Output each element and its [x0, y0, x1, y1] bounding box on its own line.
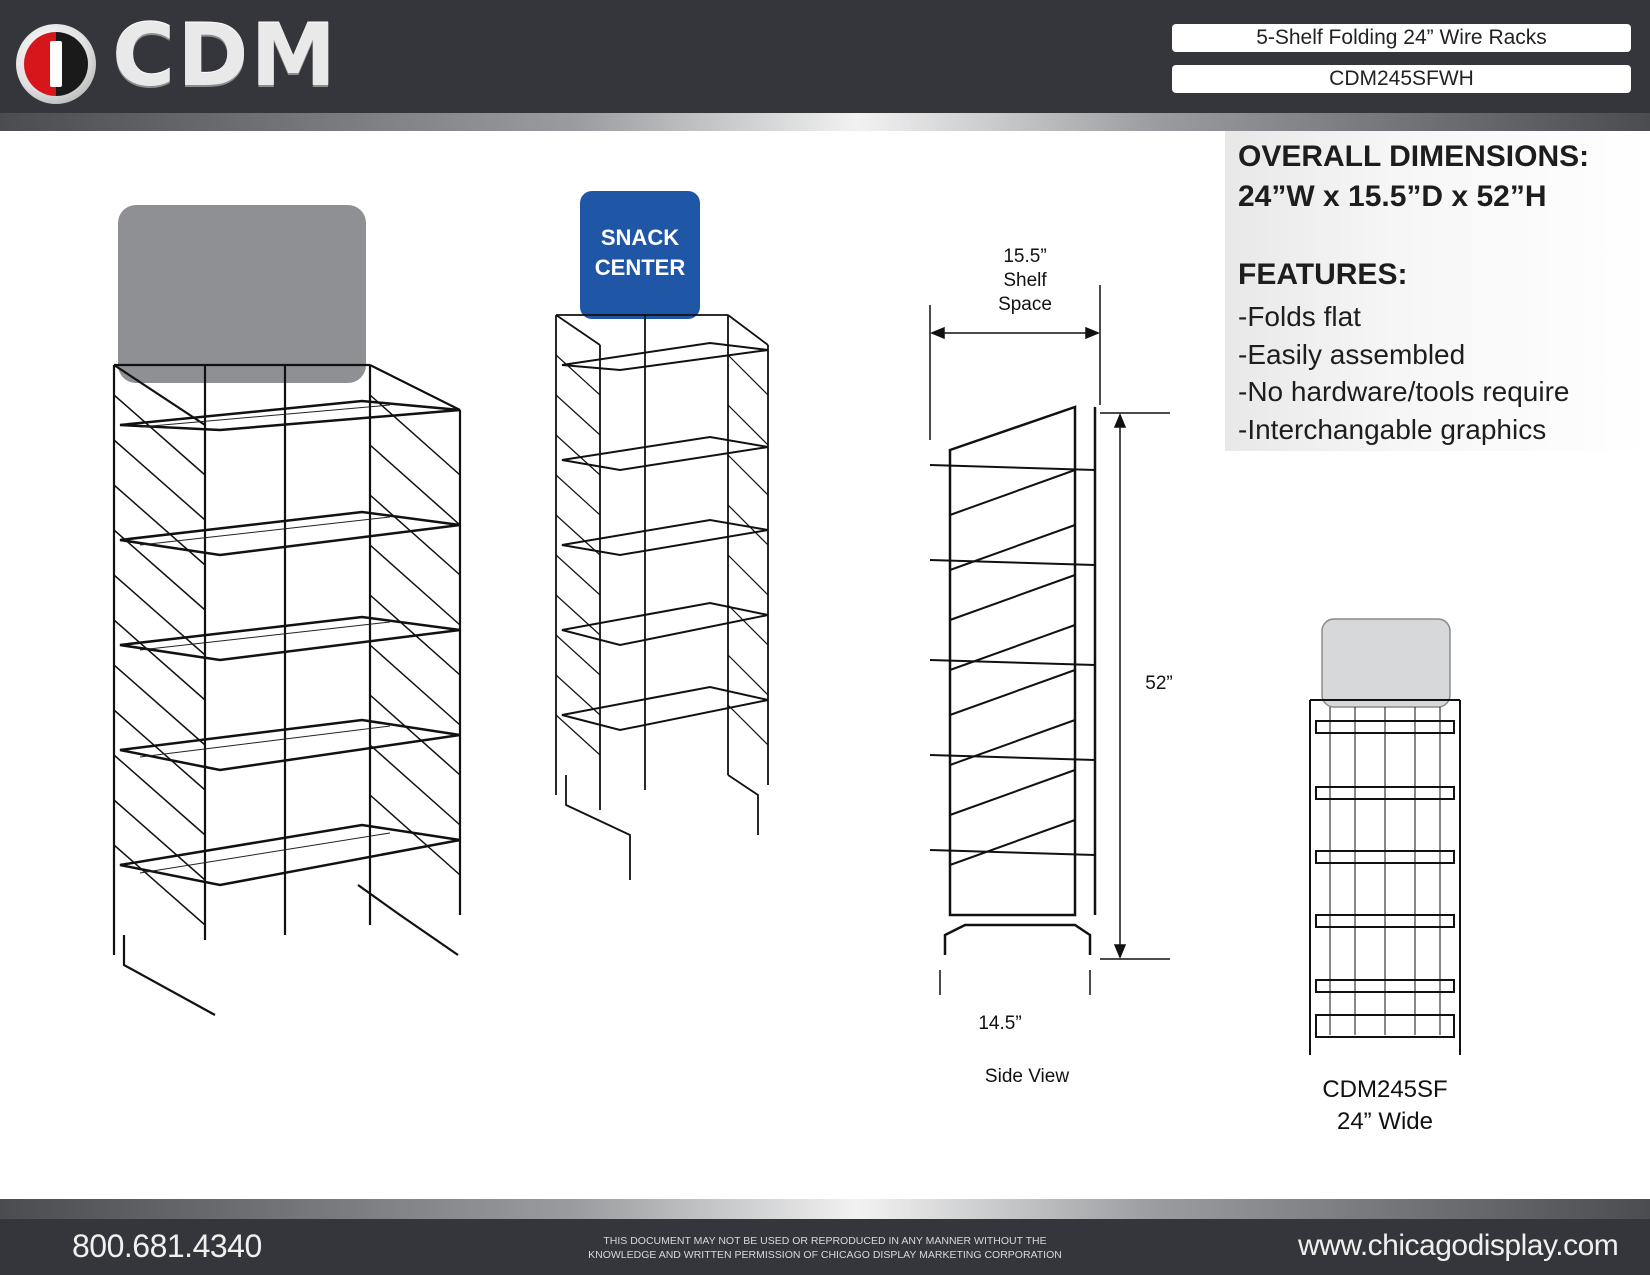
product-title: 5-Shelf Folding 24” Wire Racks [1172, 24, 1631, 52]
shelf-depth-value: 15.5” [1003, 246, 1047, 267]
shelf-depth-label: 15.5” Shelf Space [975, 245, 1075, 317]
header-card-grey [118, 205, 366, 383]
base-width-label: 14.5” [978, 1013, 1022, 1034]
feature-item: -No hardware/tools require [1238, 376, 1570, 407]
product-code: CDM245SFWH [1172, 65, 1631, 93]
sign-line-2: CENTER [595, 255, 686, 280]
legal-notice: This document may not be used or reprodu… [560, 1234, 1090, 1262]
front-view-model: CDM245SF [1322, 1076, 1448, 1103]
side-view-drawing [929, 285, 1170, 995]
front-view-width: 24” Wide [1336, 1108, 1434, 1135]
features-heading: FEATURES: [1238, 258, 1408, 291]
logo-text: CDM [112, 6, 339, 106]
page-header [0, 0, 1650, 113]
snack-center-sign [580, 191, 700, 319]
shelf-depth-word-1: Shelf [1003, 270, 1047, 291]
rack-image-grey-header [112, 205, 462, 1016]
height-label: 52” [1145, 673, 1173, 694]
header-divider [0, 113, 1650, 131]
phone-number: 800.681.4340 [72, 1228, 262, 1264]
legal-line-2: knowledge and written permission of Chic… [588, 1249, 1062, 1261]
feature-item: -Folds flat [1238, 301, 1361, 332]
sign-line-1: SNACK [601, 225, 679, 250]
footer-divider [0, 1199, 1650, 1219]
page-footer [0, 1219, 1650, 1275]
front-view-drawing [1309, 618, 1461, 1055]
header-card-small [1321, 618, 1451, 708]
feature-item: -Interchangable graphics [1238, 413, 1547, 445]
legal-line-1: This document may not be used or reprodu… [603, 1235, 1047, 1247]
info-panel [1225, 131, 1650, 451]
shelf-depth-word-2: Space [998, 294, 1052, 315]
website-link[interactable]: www.chicagodisplay.com [1298, 1229, 1619, 1262]
rack-image-snack-center: SNACK CENTER [555, 191, 769, 880]
dimensions-heading: OVERALL DIMENSIONS: [1238, 140, 1590, 173]
side-view-caption: Side View [984, 1066, 1070, 1087]
features-list: -Folds flat -Easily assembled -No hardwa… [1238, 298, 1570, 448]
dimensions-value: 24”W x 15.5”D x 52”H [1238, 180, 1547, 213]
feature-item: -Easily assembled [1238, 338, 1466, 370]
logo-mark-bar [50, 41, 62, 87]
